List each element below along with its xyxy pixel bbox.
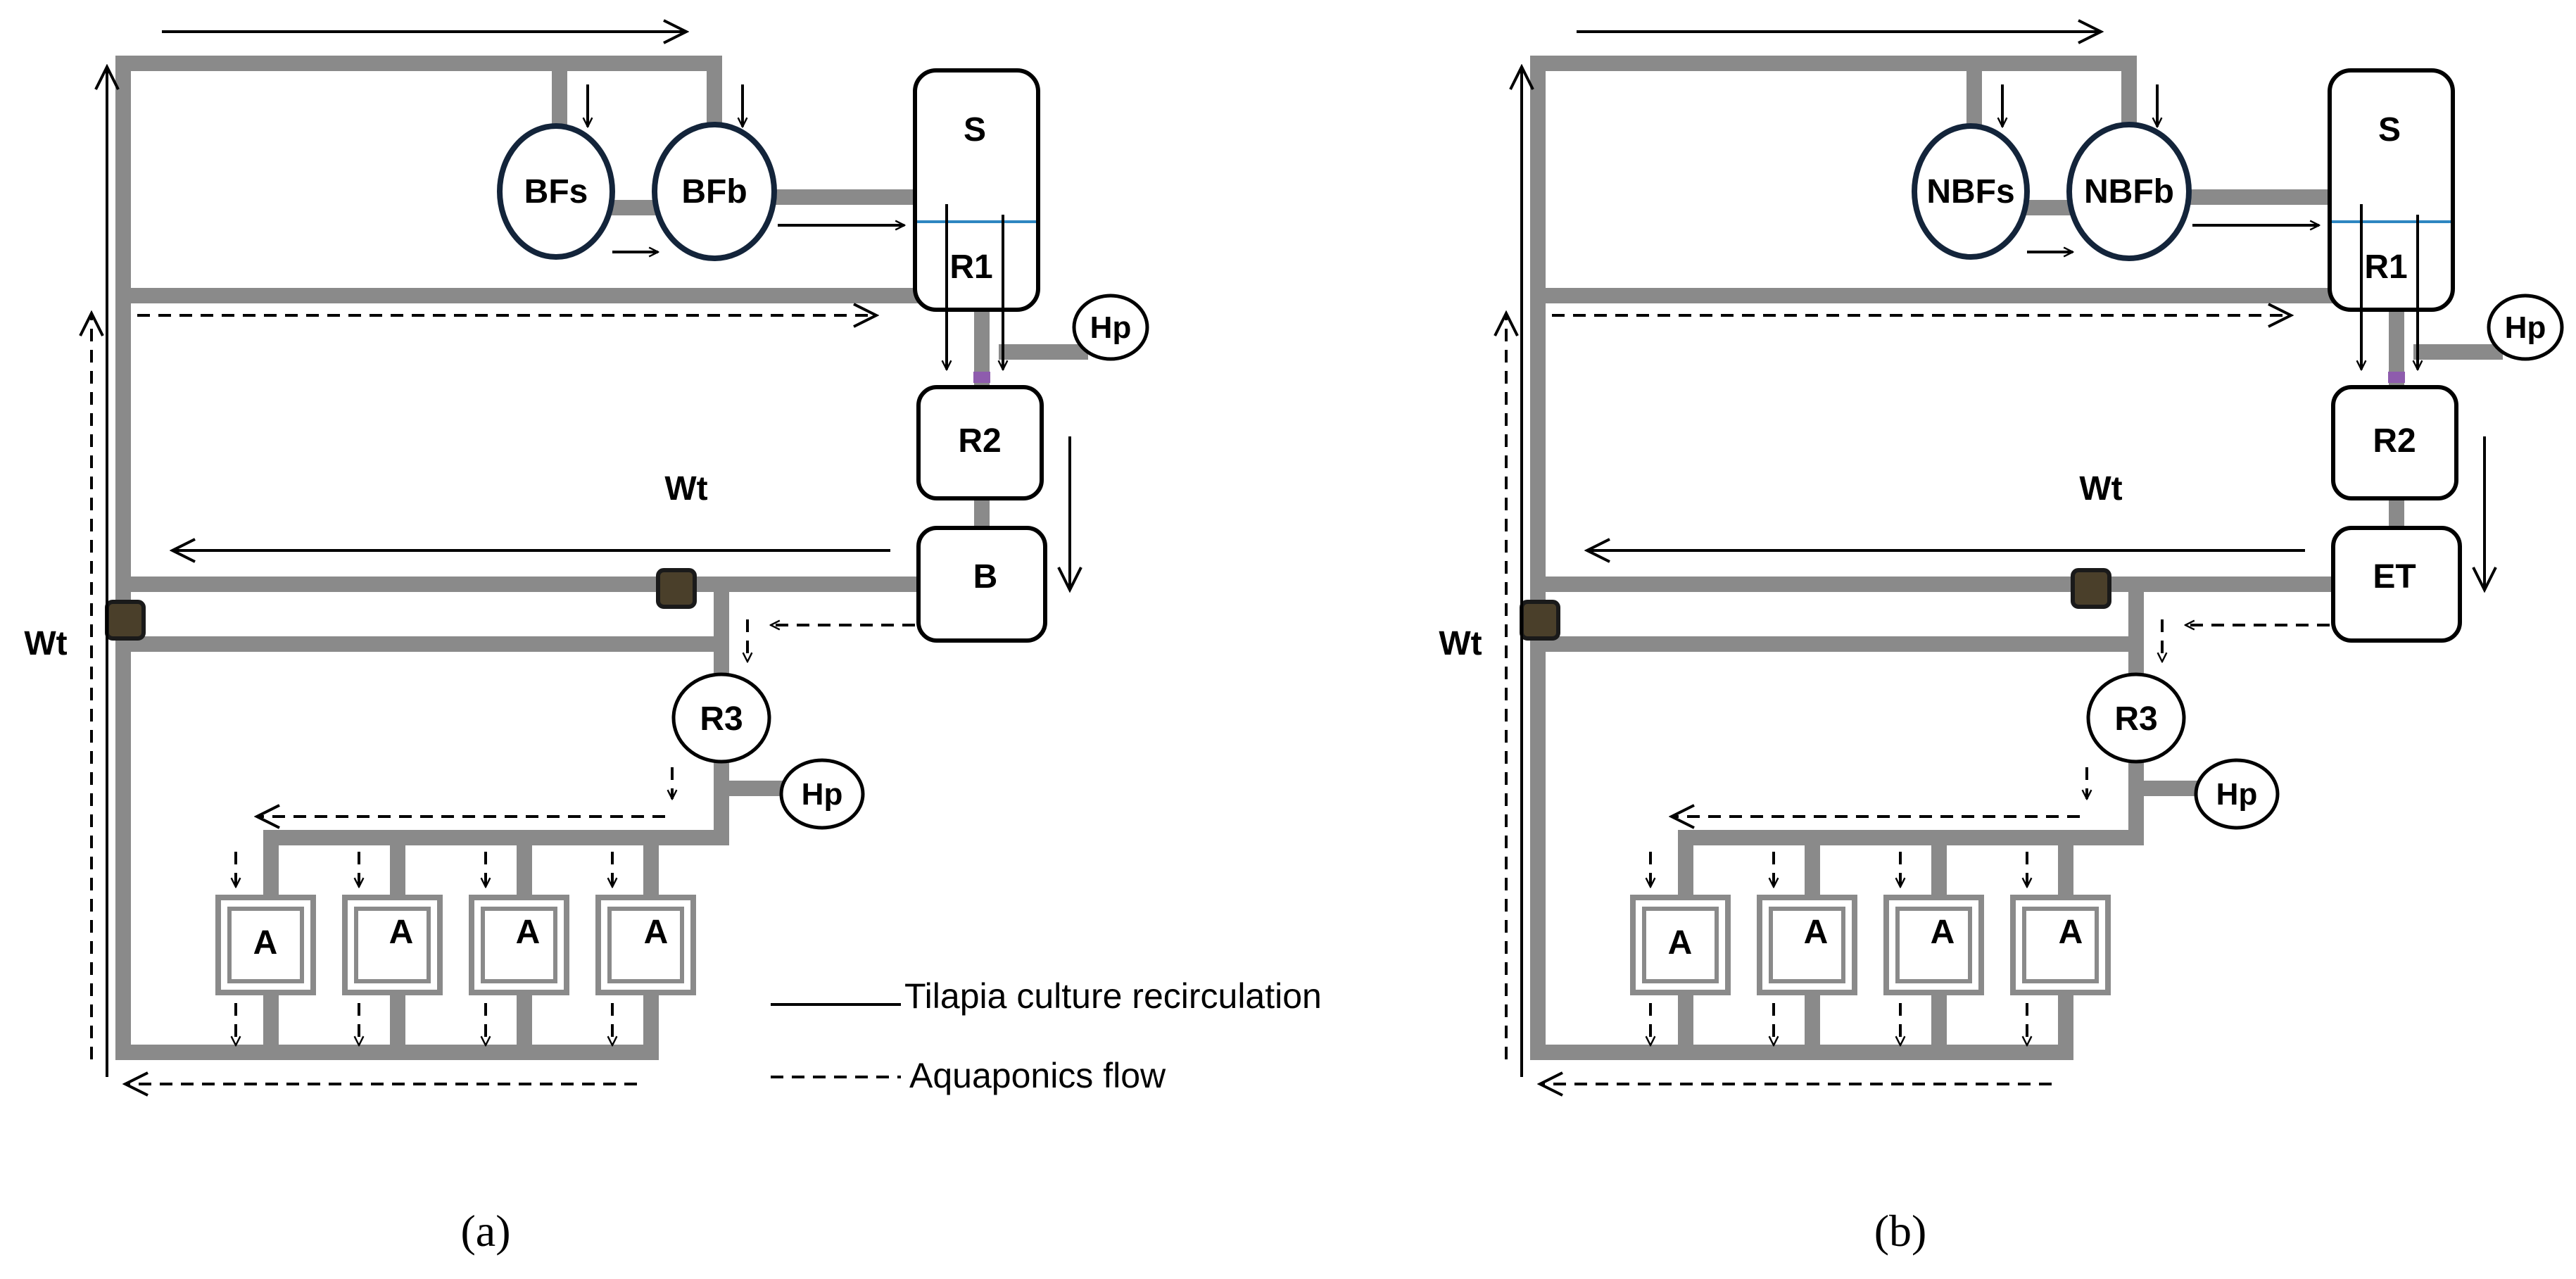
panel-a: BFs BFb S R1 Hp R2 B R3 Hp Wt Wt A <box>24 32 1149 1256</box>
panel-caption: (b) <box>1874 1206 1927 1256</box>
recirculation-arrows <box>107 32 1070 1077</box>
reactor2 <box>916 385 1044 500</box>
biofilter-small-label: BFs <box>524 173 588 210</box>
valve <box>2071 568 2111 609</box>
sump-label: S <box>964 111 986 149</box>
biofilter-small <box>1912 123 2030 260</box>
wt-label: Wt <box>1439 625 1482 662</box>
svg-text:A: A <box>1668 924 1693 962</box>
aquaponics-unit: A <box>2010 895 2111 995</box>
valve <box>105 600 146 641</box>
legend-solid-label: Tilapia culture recirculation <box>904 976 1322 1016</box>
reactor3 <box>671 672 771 764</box>
reactor3-label: R3 <box>700 700 743 738</box>
legend: Tilapia culture recirculation Aquaponics… <box>771 976 1322 1095</box>
biofilter-small-label: NBFs <box>1926 173 2014 210</box>
heat-pump <box>2487 294 2564 361</box>
valve <box>1520 600 1560 641</box>
svg-text:A: A <box>644 914 669 951</box>
wt-label: Wt <box>2079 470 2122 508</box>
valve <box>656 568 697 609</box>
reactor2-label: R2 <box>958 422 1001 460</box>
aquaponics-arrows <box>91 313 915 1084</box>
heat-pump-label: Hp <box>802 777 843 812</box>
reactor1-label: R1 <box>949 248 992 286</box>
expansion-tank <box>2331 526 2462 643</box>
aquaponics-unit: A <box>342 895 443 995</box>
biofilter-big-label: BFb <box>681 173 747 210</box>
reactor1-label: R1 <box>2364 248 2407 286</box>
tank-b <box>916 526 1047 643</box>
reactor3-label: R3 <box>2114 700 2157 738</box>
sump-label: S <box>2378 111 2401 149</box>
svg-text:A: A <box>516 914 541 951</box>
wt-label: Wt <box>24 625 67 662</box>
svg-text:A: A <box>389 914 414 951</box>
aquaponics-unit: A <box>1883 895 1984 995</box>
svg-text:A: A <box>2059 914 2083 951</box>
reactor2 <box>2331 385 2458 500</box>
svg-text:A: A <box>253 924 278 962</box>
pipes <box>115 56 1088 1060</box>
aquaponics-unit: A <box>1757 895 1857 995</box>
biofilter-big <box>652 122 777 261</box>
expansion-tank-label: ET <box>2373 558 2416 596</box>
tank-b-label: B <box>973 558 998 596</box>
aquaponics-arrows <box>1506 313 2330 1084</box>
aquaponics-unit: A <box>1630 895 1731 995</box>
svg-text:A: A <box>1804 914 1829 951</box>
biofilter-big <box>2066 122 2192 261</box>
panel-b: NBFs NBFb S R1 Hp R2 ET R3 Hp Wt Wt A A <box>1439 32 2564 1256</box>
legend-dashed-label: Aquaponics flow <box>909 1056 1166 1095</box>
aquaponics-unit: A <box>469 895 569 995</box>
heat-pump <box>1072 294 1149 361</box>
reactor2-label: R2 <box>2373 422 2416 460</box>
aquaponics-unit: A <box>215 895 316 995</box>
recirculation-arrows <box>1522 32 2485 1077</box>
biofilter-small <box>497 123 615 260</box>
heat-pump <box>779 758 865 830</box>
aquaponics-unit: A <box>595 895 696 995</box>
svg-text:A: A <box>1931 914 1955 951</box>
heat-pump-label: Hp <box>2216 777 2258 812</box>
wt-label: Wt <box>664 470 707 508</box>
heat-pump-label: Hp <box>2505 310 2546 345</box>
reactor3 <box>2086 672 2186 764</box>
pipes <box>1530 56 2503 1060</box>
heat-pump <box>2194 758 2280 830</box>
biofilter-big-label: NBFb <box>2084 173 2174 210</box>
heat-pump-label: Hp <box>1090 310 1132 345</box>
panel-caption: (a) <box>460 1206 510 1256</box>
